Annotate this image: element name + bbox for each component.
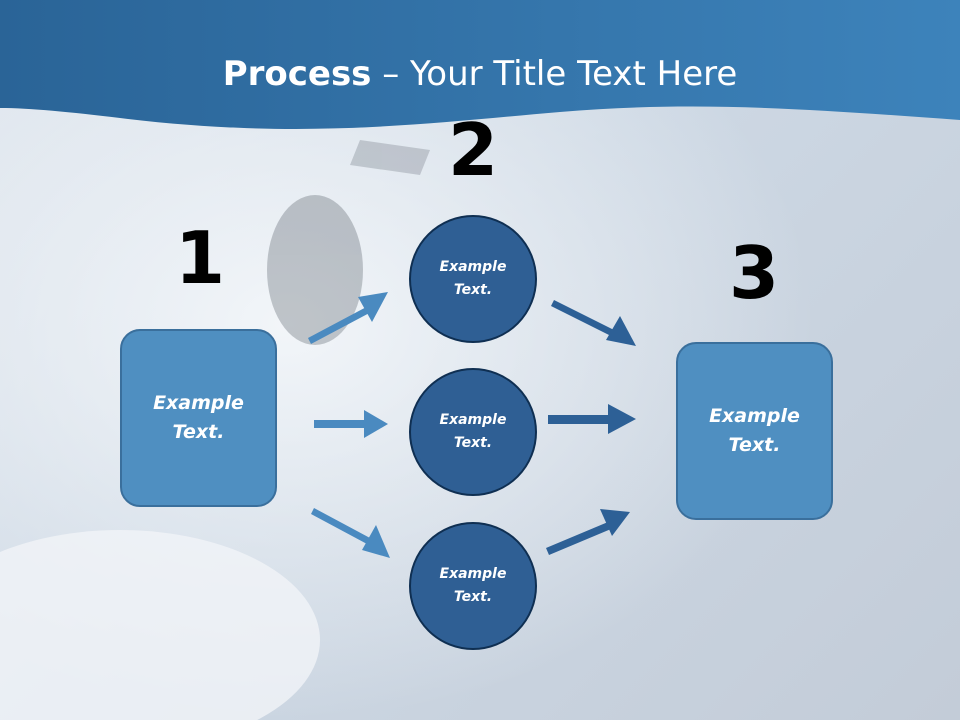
step-3-text-line2: Text. — [728, 434, 781, 456]
title-bold: Process — [222, 54, 372, 94]
step-1-text-line2: Text. — [172, 421, 225, 443]
header-band — [0, 0, 960, 129]
circle-bottom-line1: Example — [439, 566, 507, 582]
step-number-3: 3 — [728, 231, 780, 315]
step-1-text: Example Text. — [153, 389, 244, 447]
circle-top-line2: Text. — [453, 282, 493, 298]
step-number-2: 2 — [447, 108, 499, 192]
step-2-circle-bottom: Example Text. — [409, 522, 537, 650]
snowboarder-silhouette — [267, 140, 430, 345]
step-3-text: Example Text. — [709, 402, 800, 460]
title-rest: – Your Title Text Here — [371, 54, 738, 94]
circle-bottom-line2: Text. — [453, 589, 493, 605]
snow-slope — [0, 530, 320, 720]
page-title: Process – Your Title Text Here — [0, 52, 960, 96]
arrow-circle-middle-to-3 — [548, 404, 636, 434]
step-3-text-line1: Example — [709, 405, 800, 427]
step-3-box: Example Text. — [676, 342, 833, 520]
arrow-circle-top-to-3 — [551, 300, 636, 346]
circle-top-line1: Example — [439, 259, 507, 275]
step-2-circle-middle: Example Text. — [409, 368, 537, 496]
arrow-1-to-circle-top — [308, 292, 388, 344]
step-2-circle-top: Example Text. — [409, 215, 537, 343]
arrow-1-to-circle-middle — [314, 410, 388, 438]
arrow-1-to-circle-bottom — [311, 508, 390, 558]
circle-middle-line1: Example — [439, 412, 507, 428]
arrow-circle-bottom-to-3 — [546, 509, 630, 555]
circle-middle-line2: Text. — [453, 435, 493, 451]
step-number-1: 1 — [174, 216, 226, 300]
step-1-box: Example Text. — [120, 329, 277, 507]
step-1-text-line1: Example — [153, 392, 244, 414]
